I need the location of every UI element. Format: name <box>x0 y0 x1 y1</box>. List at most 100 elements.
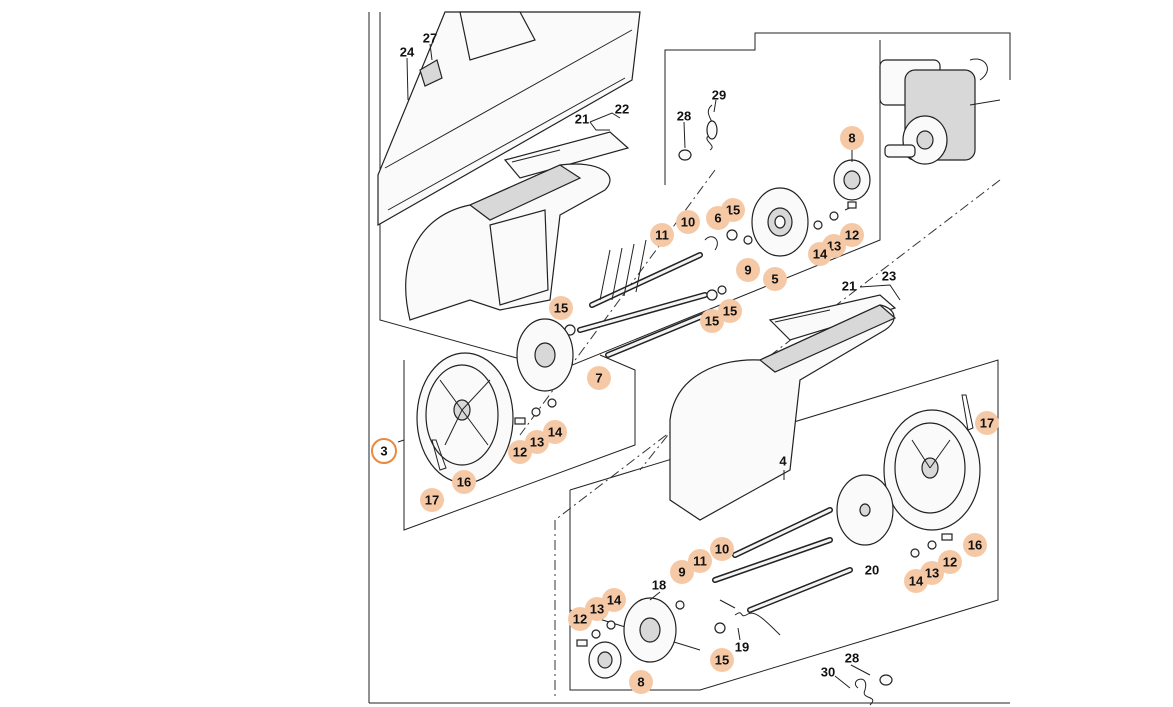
part-callout-28: 28 <box>677 109 691 124</box>
callout-number: 9 <box>744 263 751 278</box>
callout-number: 22 <box>615 102 629 117</box>
part-callout-19: 19 <box>735 640 749 655</box>
callout-bubble <box>525 430 549 454</box>
lower-housing-part <box>669 304 897 521</box>
callout-number: 15 <box>726 203 740 218</box>
callout-number: 11 <box>693 554 707 569</box>
part-callout-15[interactable]: 15 <box>710 648 734 672</box>
part-callout-17[interactable]: 17 <box>420 488 444 512</box>
part-callout-15[interactable]: 15 <box>549 296 573 320</box>
part-callout-10[interactable]: 10 <box>710 537 734 561</box>
callout-number: 12 <box>943 555 957 570</box>
hardware-upper-part <box>704 201 857 251</box>
spring-19-part <box>719 599 781 636</box>
hardware-left-part <box>514 398 557 425</box>
part-callout-13[interactable]: 13 <box>525 430 549 454</box>
part-callout-11[interactable]: 11 <box>688 549 712 573</box>
callout-number: 13 <box>590 602 604 617</box>
part-callout-12[interactable]: 12 <box>938 550 962 574</box>
part-callout-8[interactable]: 8 <box>840 126 864 150</box>
part-callout-22: 22 <box>615 102 629 117</box>
part-callout-14[interactable]: 14 <box>543 420 567 444</box>
callout-bubble <box>904 569 928 593</box>
part-callout-14[interactable]: 14 <box>904 569 928 593</box>
flange-18-part <box>623 597 677 663</box>
spring-30-part <box>855 674 893 706</box>
part-callout-18: 18 <box>652 578 666 593</box>
callout-bubble <box>549 296 573 320</box>
callout-number: 8 <box>848 131 855 146</box>
callout-number: 12 <box>845 228 859 243</box>
wheel-right-part <box>883 409 981 531</box>
callout-number: 15 <box>554 301 568 316</box>
callout-number: 6 <box>714 211 721 226</box>
flange-7-part <box>516 318 574 392</box>
callout-bubble <box>763 267 787 291</box>
callout-number: 18 <box>652 578 666 593</box>
callout-number: 10 <box>715 542 729 557</box>
callout-bubble <box>568 607 592 631</box>
callout-number: 21 <box>575 112 589 127</box>
callout-number: 12 <box>513 445 527 460</box>
part-callout-12[interactable]: 12 <box>840 223 864 247</box>
callout-number: 5 <box>771 272 778 287</box>
disc-20-part <box>836 474 894 546</box>
callout-number: 17 <box>425 493 439 508</box>
gearbox-part <box>879 58 1001 165</box>
part-callout-7[interactable]: 7 <box>587 366 611 390</box>
part-callout-11[interactable]: 11 <box>650 223 674 247</box>
part-callout-14[interactable]: 14 <box>808 242 832 266</box>
callout-number: 4 <box>779 454 787 469</box>
lower-deflector-part <box>768 294 897 341</box>
bearing-8-part <box>833 159 871 201</box>
callout-bubble <box>840 126 864 150</box>
part-callout-12[interactable]: 12 <box>568 607 592 631</box>
callout-number: 15 <box>715 653 729 668</box>
callout-number: 15 <box>705 314 719 329</box>
wheel-left-part <box>416 352 514 484</box>
callout-number: 16 <box>457 475 471 490</box>
hardware-lower-right-part <box>910 533 953 558</box>
part-callout-29: 29 <box>712 88 726 103</box>
callout-bubble <box>587 366 611 390</box>
part-callout-15[interactable]: 15 <box>700 309 724 333</box>
part-callout-20: 20 <box>865 563 879 578</box>
callout-number: 13 <box>530 435 544 450</box>
callout-number: 12 <box>573 612 587 627</box>
callout-bubble <box>736 258 760 282</box>
callout-bubble <box>543 420 567 444</box>
callout-number: 14 <box>607 593 622 608</box>
part-callout-5[interactable]: 5 <box>763 267 787 291</box>
callout-number: 29 <box>712 88 726 103</box>
callout-number: 27 <box>423 31 437 46</box>
part-callout-3[interactable]: 3 <box>371 438 397 464</box>
part-callout-16[interactable]: 16 <box>452 470 476 494</box>
callout-number: 21 <box>842 279 856 294</box>
part-callout-9[interactable]: 9 <box>736 258 760 282</box>
callout-bubble <box>650 223 674 247</box>
part-callout-9[interactable]: 9 <box>670 560 694 584</box>
callout-bubble <box>706 206 730 230</box>
part-callout-6[interactable]: 6 <box>706 206 730 230</box>
upper-housing-part <box>405 163 611 321</box>
callout-number: 14 <box>813 247 828 262</box>
callout-number: 8 <box>637 675 644 690</box>
part-callout-8[interactable]: 8 <box>629 670 653 694</box>
callout-number: 30 <box>821 665 835 680</box>
part-callout-4: 4 <box>779 454 787 469</box>
callout-bubble <box>808 242 832 266</box>
chute-plate-part <box>377 11 641 227</box>
callout-number: 7 <box>595 371 602 386</box>
part-callout-23: 23 <box>882 269 896 284</box>
part-callout-17[interactable]: 17 <box>975 411 999 435</box>
callout-bubble <box>963 533 987 557</box>
callout-bubble <box>452 470 476 494</box>
callout-bubble <box>676 210 700 234</box>
part-callout-15[interactable]: 15 <box>718 299 742 323</box>
rods-upper-part <box>564 239 727 358</box>
part-callout-10[interactable]: 10 <box>676 210 700 234</box>
callout-bubble <box>629 670 653 694</box>
callout-number: 14 <box>909 574 924 589</box>
bearing-8-lower-part <box>588 641 622 679</box>
part-callout-16[interactable]: 16 <box>963 533 987 557</box>
